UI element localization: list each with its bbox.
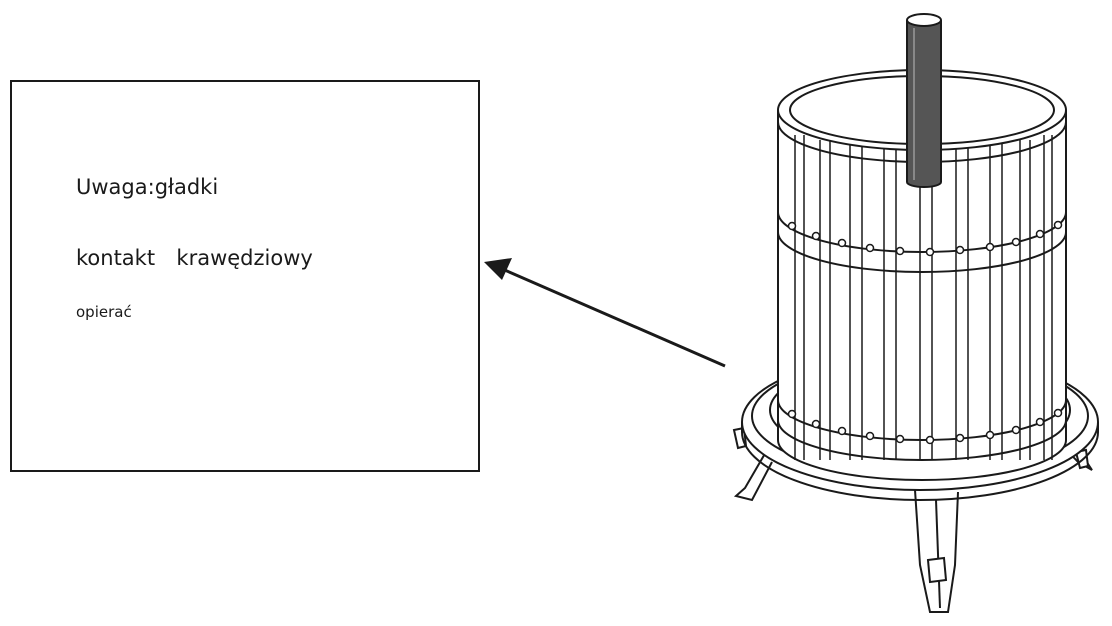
wine-press-icon (732, 13, 1099, 613)
press-screw-rod (906, 13, 942, 188)
note-line-2: kontakt krawędziowy (76, 246, 313, 270)
press-barrel (777, 110, 1067, 481)
arrow-left-icon (484, 258, 726, 368)
note-line-1: Uwaga:gładki (76, 175, 219, 199)
note-line-3: opierać (76, 303, 132, 321)
note-box: Uwaga:gładki kontakt krawędziowy opierać (10, 80, 480, 472)
